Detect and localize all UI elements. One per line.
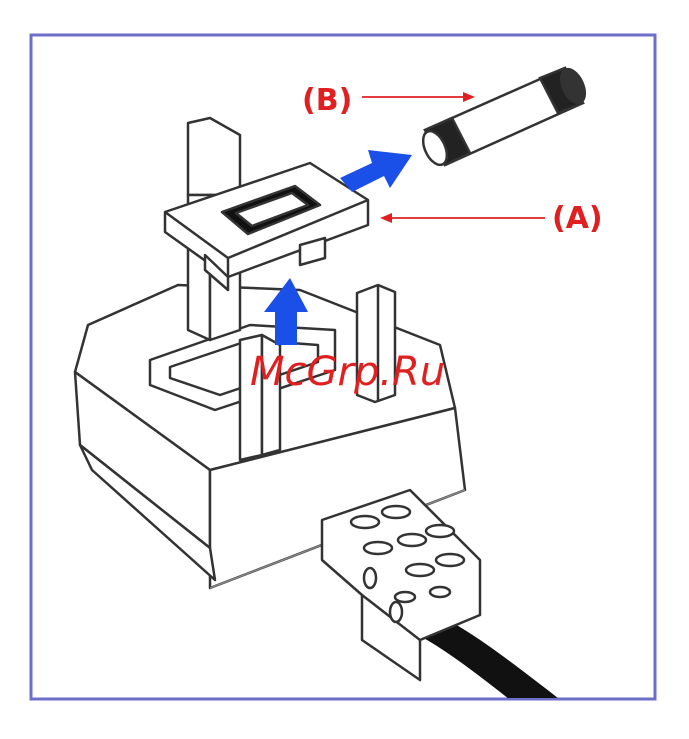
label-fuse: (B) [302,83,352,118]
label-fuse-carrier: (A) [552,201,603,236]
watermark: McGrp.Ru [250,349,445,395]
